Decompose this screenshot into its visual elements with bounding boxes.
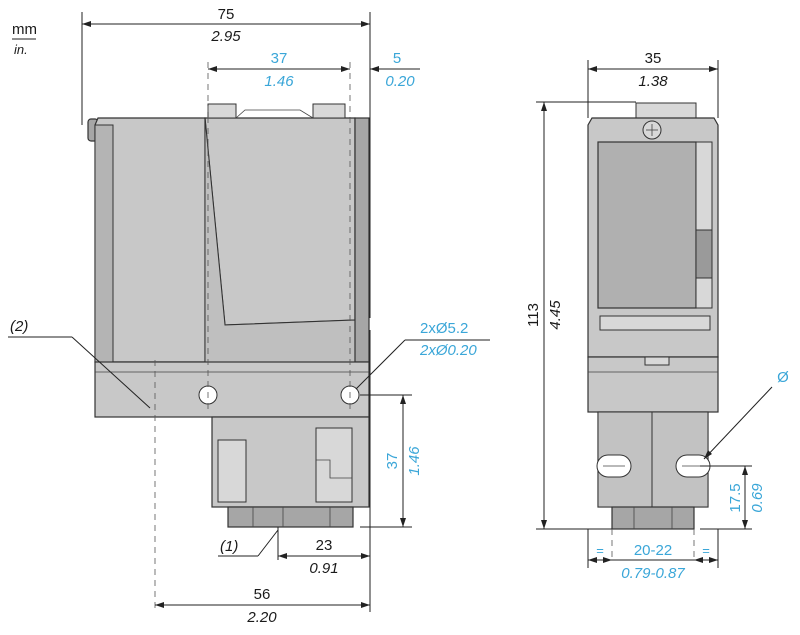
dim-23-in: 0.91 [309,560,338,577]
dim-56-mm: 56 [254,586,271,603]
dim-hole-in: 2xØ0.20 [419,342,477,359]
dim-v37-mm: 37 [384,453,401,470]
callout-2: (2) [8,318,151,409]
dim-offset: 5 0.20 [370,50,420,90]
dim-connector-23: 23 0.91 [278,537,370,577]
side-top-ridge [235,109,314,119]
dim-hole-mm: 2xØ5.2 [420,320,468,337]
side-right-strip [354,117,370,363]
dim-cable-height: 17.5 0.69 [700,465,766,530]
dim-5-in: 0.20 [385,73,415,90]
side-view-extension-lines [81,12,371,612]
units-legend: mm in. [12,21,37,57]
side-rear-body [204,117,356,326]
unit-in: in. [14,42,28,57]
dim-17-5-mm: 17.5 [727,483,744,512]
dim-width-total: 75 2.95 [82,6,370,45]
dim-23-mm: 23 [316,537,333,554]
dim-20-22-in: 0.79-0.87 [621,565,685,582]
dim-37-mm: 37 [271,50,288,67]
front-top-adjuster [635,102,697,120]
dim-base-56: 56 2.20 [155,586,370,626]
unit-mm: mm [12,21,37,38]
dim-diameter-symbol: Ø [777,369,789,386]
front-window [597,141,697,309]
dim-56-in: 2.20 [246,609,277,626]
dim-75-in: 2.95 [210,28,241,45]
dim-20-22-mm: 20-22 [634,542,672,559]
side-cable-gland [227,506,354,528]
dim-diameter-callout: Ø [703,369,789,460]
dim-cable-range: = = 20-22 0.79-0.87 [588,542,718,582]
dim-35-mm: 35 [645,50,662,67]
side-connector-slot-1 [217,439,247,503]
dim-vertical-37: 37 1.46 [360,394,423,528]
dim-v37-in: 1.46 [406,446,423,476]
dim-front-width: 35 1.38 [588,50,718,90]
dim-75-mm: 75 [218,6,235,23]
front-base [587,356,719,413]
side-top-adjuster-2 [312,103,346,119]
front-view-extension-lines [536,60,719,568]
side-base-plate [94,361,370,418]
dim-height-113: 113 4.45 [525,102,564,529]
side-connector-slot-2 [315,427,353,503]
dim-hole-spacing: 37 1.46 [208,50,350,90]
dim-hole-diameter: 2xØ5.2 2xØ0.20 [355,320,490,390]
side-connector-detail [316,459,352,479]
dim-113-mm: 113 [525,303,542,327]
callout-1: (1) [218,529,279,557]
side-view [87,103,370,528]
side-top-adjuster-1 [207,103,237,119]
front-window-side [695,141,713,309]
dim-eq-left: = [596,543,604,558]
front-cable-gland [611,506,695,530]
dim-113-in: 4.45 [547,300,564,330]
dim-37-in: 1.46 [264,73,294,90]
dim-17-5-in: 0.69 [749,483,766,513]
dim-35-in: 1.38 [638,73,668,90]
dim-eq-right: = [702,543,710,558]
front-view [587,102,719,530]
front-label-strip [599,315,711,331]
callout-1-label: (1) [220,538,238,555]
callout-2-label: (2) [10,318,28,335]
side-cover-edge [94,124,114,363]
front-window-tab [695,229,713,279]
dim-5-mm: 5 [393,50,401,67]
